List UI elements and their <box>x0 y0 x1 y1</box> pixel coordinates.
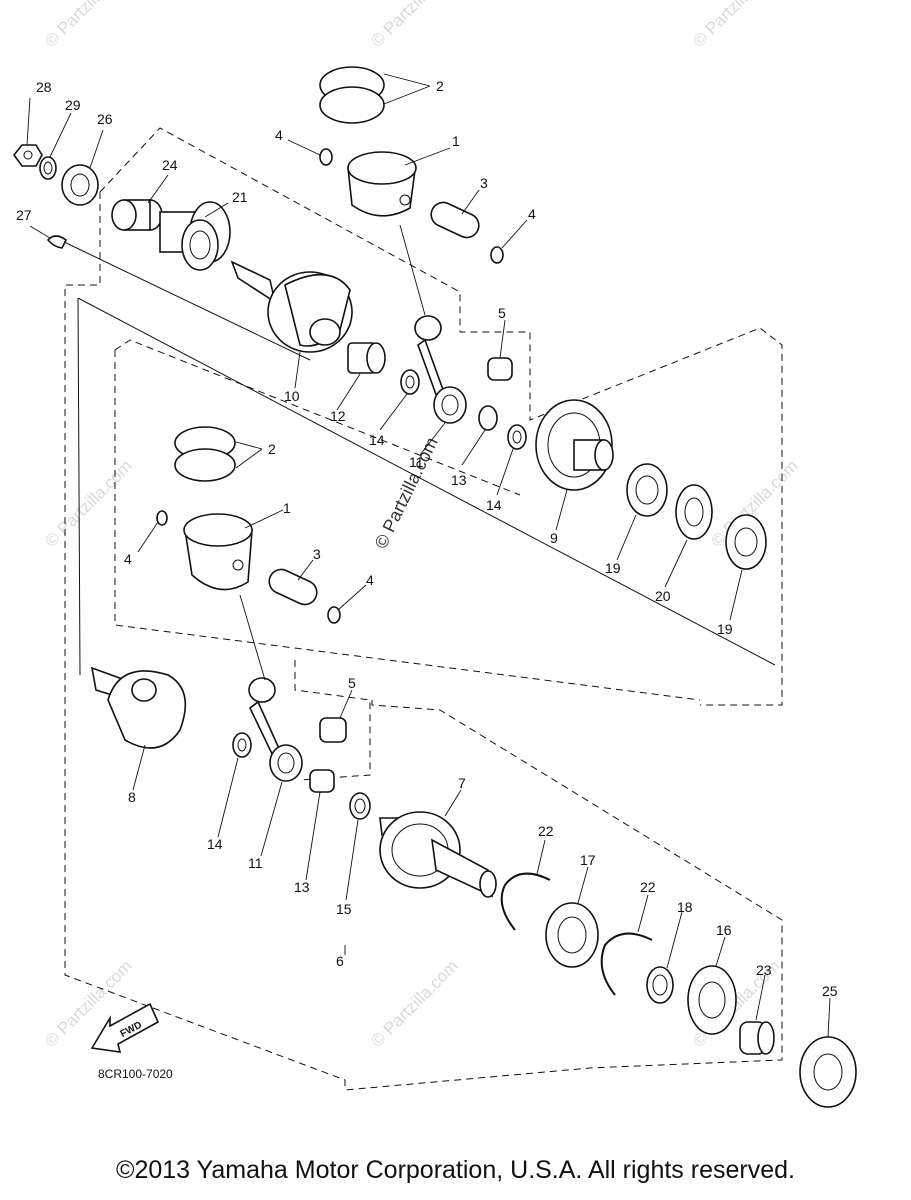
part-4-circlip-lower-right[interactable] <box>327 606 341 624</box>
part-4-circlip-upper-left[interactable] <box>319 148 333 166</box>
part-27-woodruff-key[interactable] <box>46 235 68 249</box>
callout-13: 13 <box>451 472 467 488</box>
callout-29: 29 <box>65 97 81 113</box>
callout-10: 10 <box>284 388 300 404</box>
part-5-small-end-bearing-lower[interactable] <box>319 717 347 743</box>
callout-14: 14 <box>369 432 385 448</box>
watermark: © Partzilla.com <box>367 956 461 1050</box>
callout-19: 19 <box>717 621 733 637</box>
watermark: © Partzilla.com <box>41 456 135 550</box>
watermark: © Partzilla.com <box>367 0 461 51</box>
part-14-washer-lower-a[interactable] <box>232 732 252 758</box>
part-14-washer-upper-a[interactable] <box>400 369 420 395</box>
callout-16: 16 <box>716 922 732 938</box>
callout-3: 3 <box>480 175 488 191</box>
leader-lines <box>26 73 831 1038</box>
part-4-circlip-upper-right[interactable] <box>490 246 504 264</box>
callout-1: 1 <box>452 133 460 149</box>
callout-2: 2 <box>436 78 444 94</box>
part-18-washer[interactable] <box>646 966 674 1004</box>
callout-25: 25 <box>822 983 838 999</box>
part-1-piston-lower[interactable] <box>183 513 253 591</box>
callout-21: 21 <box>232 189 248 205</box>
part-29-washer[interactable] <box>39 156 57 180</box>
callout-2: 2 <box>268 441 276 457</box>
part-26-oil-seal[interactable] <box>61 164 99 206</box>
callout-22: 22 <box>538 823 554 839</box>
part-4-circlip-lower-left[interactable] <box>156 510 168 526</box>
callout-5: 5 <box>348 675 356 691</box>
part-25-oil-seal[interactable] <box>799 1036 857 1108</box>
part-2-piston-rings-upper[interactable] <box>319 66 385 124</box>
part-11-connecting-rod-upper[interactable] <box>414 315 467 424</box>
part-2-piston-rings-lower[interactable] <box>174 426 236 482</box>
callout-24: 24 <box>162 157 178 173</box>
part-10-crank-half[interactable] <box>230 260 353 353</box>
part-19-bearing-right[interactable] <box>725 514 767 570</box>
part-17-bearing[interactable] <box>545 902 599 968</box>
callout-9: 9 <box>550 530 558 546</box>
watermark-center: © Partzilla.com <box>371 434 442 552</box>
callout-6: 6 <box>336 953 344 969</box>
part-11-connecting-rod-lower[interactable] <box>248 677 303 782</box>
part-23-sleeve[interactable] <box>739 1021 775 1055</box>
part-3-piston-pin-lower[interactable] <box>265 566 320 609</box>
part-13-bearing-upper[interactable] <box>478 405 498 431</box>
copyright-notice: ©2013 Yamaha Motor Corporation, U.S.A. A… <box>116 1156 795 1184</box>
callout-12: 12 <box>330 408 346 424</box>
part-28-nut[interactable] <box>12 144 43 167</box>
callout-1: 1 <box>283 500 291 516</box>
callout-28: 28 <box>36 79 52 95</box>
callout-22: 22 <box>640 879 656 895</box>
watermark: © Partzilla.com <box>689 0 783 51</box>
callout-7: 7 <box>458 775 466 791</box>
part-20-labyrinth-seal[interactable] <box>675 484 713 540</box>
callout-4: 4 <box>124 551 132 567</box>
callout-3: 3 <box>313 546 321 562</box>
callout-14: 14 <box>486 497 502 513</box>
part-9-crank-half[interactable] <box>535 399 614 491</box>
callout-4: 4 <box>366 572 374 588</box>
callout-26: 26 <box>97 111 113 127</box>
fwd-arrow-icon: FWD <box>90 1002 160 1053</box>
callout-14: 14 <box>207 836 223 852</box>
part-24-bearing-sleeve[interactable] <box>111 199 163 231</box>
callout-13: 13 <box>294 879 310 895</box>
part-3-piston-pin-upper[interactable] <box>427 199 482 242</box>
callout-19: 19 <box>605 560 621 576</box>
part-8-crank-half[interactable] <box>90 666 187 749</box>
callout-17: 17 <box>580 852 596 868</box>
part-22-circlip-a[interactable] <box>500 872 551 931</box>
part-15-washer[interactable] <box>349 792 371 820</box>
part-12-crank-pin[interactable] <box>347 342 386 374</box>
callout-18: 18 <box>677 899 693 915</box>
callout-4: 4 <box>528 206 536 222</box>
part-5-small-end-bearing-upper[interactable] <box>487 357 513 381</box>
part-1-piston-upper[interactable] <box>347 151 417 217</box>
callout-4: 4 <box>275 127 283 143</box>
callout-8: 8 <box>128 789 136 805</box>
callout-27: 27 <box>16 207 32 223</box>
callout-11: 11 <box>248 855 263 871</box>
callout-23: 23 <box>756 962 772 978</box>
part-16-bearing[interactable] <box>687 965 737 1035</box>
callout-11: 11 <box>409 454 424 470</box>
watermark: © Partzilla.com <box>41 0 135 51</box>
callout-20: 20 <box>655 588 671 604</box>
part-22-circlip-b[interactable] <box>600 932 653 996</box>
part-21-bearing[interactable] <box>159 201 231 271</box>
assembly-outlines <box>59 127 783 1091</box>
diagram-code: 8CR100-7020 <box>98 1067 173 1081</box>
callout-15: 15 <box>336 901 352 917</box>
callout-5: 5 <box>498 305 506 321</box>
part-7-crank-half[interactable] <box>379 811 497 898</box>
callout-labels: 28 29 26 24 21 27 2 4 1 3 4 5 10 12 14 1… <box>16 78 838 999</box>
part-19-bearing-left[interactable] <box>626 463 668 517</box>
part-14-washer-upper-b[interactable] <box>507 424 527 450</box>
part-13-bearing-lower[interactable] <box>309 769 335 793</box>
